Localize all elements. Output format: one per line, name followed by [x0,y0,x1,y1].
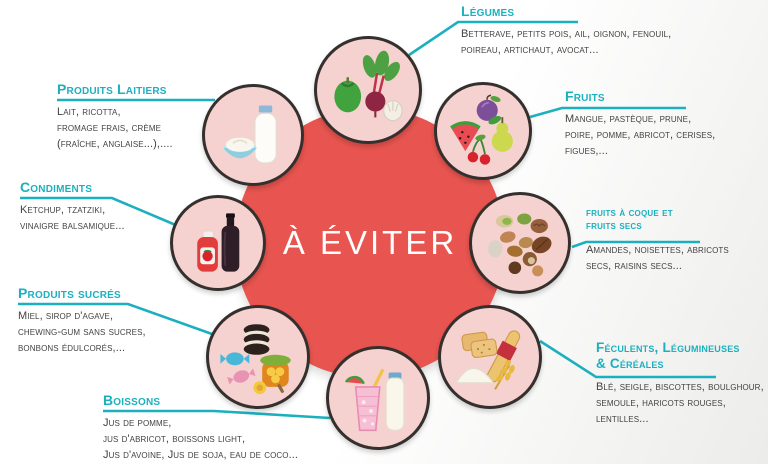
label-feculents: Féculents, Légumineuses & Céréales Blé, … [596,340,768,428]
dairy-icon [223,105,277,164]
label-produits-sucres: Produits sucrés Miel, sirop d'agave, che… [18,285,203,357]
produits-sucres-items: Miel, sirop d'agave, chewing-gum sans su… [18,310,146,354]
fruits-items: Mangue, pastèque, prune, poire, pomme, a… [565,113,716,157]
fruits-title: Fruits [565,88,605,104]
bubble-feculents [438,305,542,409]
vegetables-icon [334,50,403,122]
bubble-condiments [170,195,266,291]
fruits-a-coque-title: fruits à coque et fruits secs [586,207,673,232]
legumes-items: Betterave, petits pois, ail, oignon, fen… [461,28,672,57]
connector-produits-sucres [18,302,213,336]
sweets-icon [220,324,291,394]
connector-feculents [539,339,716,379]
label-legumes: Légumes Betterave, petits pois, ail, oig… [461,3,741,59]
condiments-title: Condiments [20,179,93,195]
connector-fruits-a-coque [571,240,700,249]
legumes-title: Légumes [461,3,515,19]
boissons-title: Boissons [103,392,161,408]
produits-sucres-title: Produits sucrés [18,285,121,301]
label-produits-laitiers: Produits Laitiers Lait, ricotta, fromage… [57,81,217,153]
label-fruits-a-coque: fruits à coque et fruits secs Amandes, n… [586,207,766,275]
grains-icon [455,330,520,390]
feculents-items: Blé, seigle, biscottes, boulghour, semou… [596,381,764,425]
bubble-produits-sucres [206,305,310,409]
drinks-icon [344,368,405,431]
connector-condiments [20,196,179,228]
bubble-fruits [434,82,532,180]
center-label: À ÉVITER [282,224,458,261]
label-fruits: Fruits Mangue, pastèque, prune, poire, p… [565,88,755,160]
boissons-items: Jus de pomme, jus d'abricot, boissons li… [103,417,299,461]
label-boissons: Boissons Jus de pomme, jus d'abricot, bo… [103,392,343,464]
bubble-fruits-a-coque [469,192,571,294]
bubble-legumes [314,36,422,144]
condiments-icon [197,213,240,272]
bubble-boissons [326,346,430,450]
fruits-icon [450,94,514,165]
fruits-a-coque-items: Amandes, noisettes, abricots secs, raisi… [586,244,729,273]
nuts-icon [487,213,552,277]
feculents-title: Féculents, Légumineuses & Céréales [596,340,740,371]
produits-laitiers-title: Produits Laitiers [57,81,167,97]
connector-boissons [103,409,331,420]
label-condiments: Condiments Ketchup, tzatziki, vinaigre b… [20,179,180,235]
bubble-produits-laitiers [202,84,304,186]
connector-fruits [529,106,686,119]
produits-laitiers-items: Lait, ricotta, fromage frais, crème (fra… [57,106,173,150]
connector-legumes [408,20,578,57]
condiments-items: Ketchup, tzatziki, vinaigre balsamique..… [20,204,125,233]
